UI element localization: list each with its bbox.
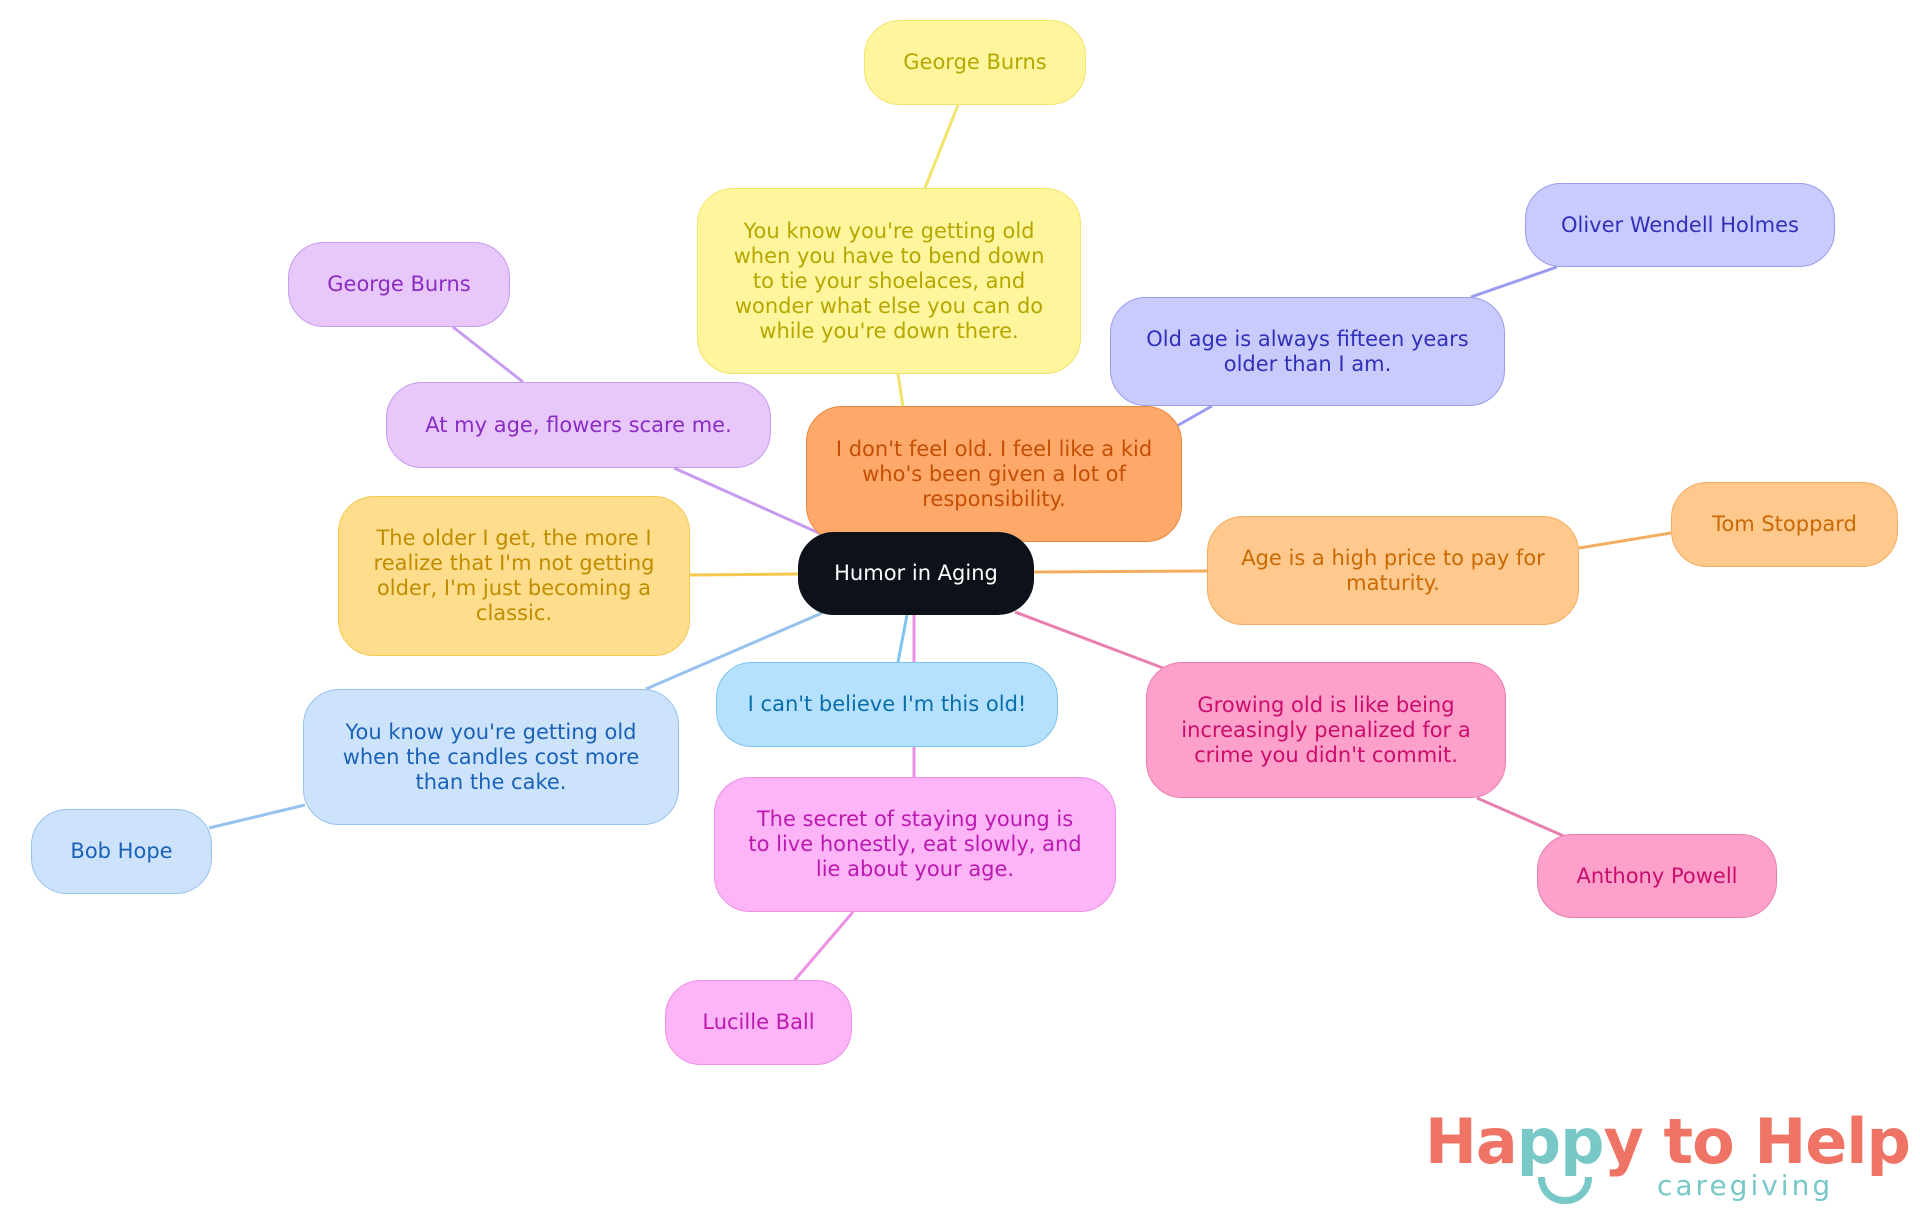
edge bbox=[1014, 610, 1164, 670]
edge bbox=[452, 325, 524, 384]
quote-node-shoelaces[interactable]: You know you're getting old when you hav… bbox=[697, 188, 1081, 374]
edge bbox=[923, 104, 960, 189]
edge bbox=[1578, 531, 1672, 550]
quote-node-maturity[interactable]: Age is a high price to pay for maturity. bbox=[1207, 516, 1579, 625]
edge bbox=[1470, 265, 1558, 299]
edge bbox=[645, 611, 823, 691]
author-node-oliver-wendell-holmes[interactable]: Oliver Wendell Holmes bbox=[1525, 183, 1835, 267]
root-node[interactable]: Humor in Aging bbox=[798, 532, 1034, 615]
quote-node-classic[interactable]: The older I get, the more I realize that… bbox=[338, 496, 690, 656]
quote-node-penalized[interactable]: Growing old is like being increasingly p… bbox=[1146, 662, 1506, 798]
edge bbox=[1476, 796, 1567, 839]
edge bbox=[896, 614, 909, 663]
author-node-george-burns-2[interactable]: George Burns bbox=[288, 242, 510, 327]
edge bbox=[792, 911, 855, 982]
author-node-tom-stoppard[interactable]: Tom Stoppard bbox=[1671, 482, 1898, 567]
edge bbox=[1033, 569, 1208, 574]
edge bbox=[208, 803, 306, 830]
author-node-anthony-powell[interactable]: Anthony Powell bbox=[1537, 834, 1777, 918]
smile-icon bbox=[1538, 1177, 1592, 1204]
author-node-bob-hope[interactable]: Bob Hope bbox=[31, 809, 212, 894]
edge bbox=[689, 572, 799, 577]
quote-node-kid-responsibility[interactable]: I don't feel old. I feel like a kid who'… bbox=[806, 406, 1182, 542]
author-node-george-burns-1[interactable]: George Burns bbox=[864, 20, 1086, 105]
logo-subtitle: caregiving bbox=[1657, 1169, 1834, 1202]
author-node-lucille-ball[interactable]: Lucille Ball bbox=[665, 980, 852, 1065]
quote-node-flowers[interactable]: At my age, flowers scare me. bbox=[386, 382, 771, 468]
edge bbox=[673, 466, 831, 540]
happy-to-help-logo: Happy to Help caregiving bbox=[1425, 1105, 1911, 1205]
quote-node-this-old[interactable]: I can't believe I'm this old! bbox=[716, 662, 1058, 747]
quote-node-candles[interactable]: You know you're getting old when the can… bbox=[303, 689, 679, 825]
quote-node-fifteen-years[interactable]: Old age is always fifteen years older th… bbox=[1110, 297, 1505, 406]
logo-wordmark: Happy to Help bbox=[1425, 1105, 1911, 1178]
quote-node-staying-young[interactable]: The secret of staying young is to live h… bbox=[714, 777, 1116, 912]
edge bbox=[1174, 404, 1213, 429]
